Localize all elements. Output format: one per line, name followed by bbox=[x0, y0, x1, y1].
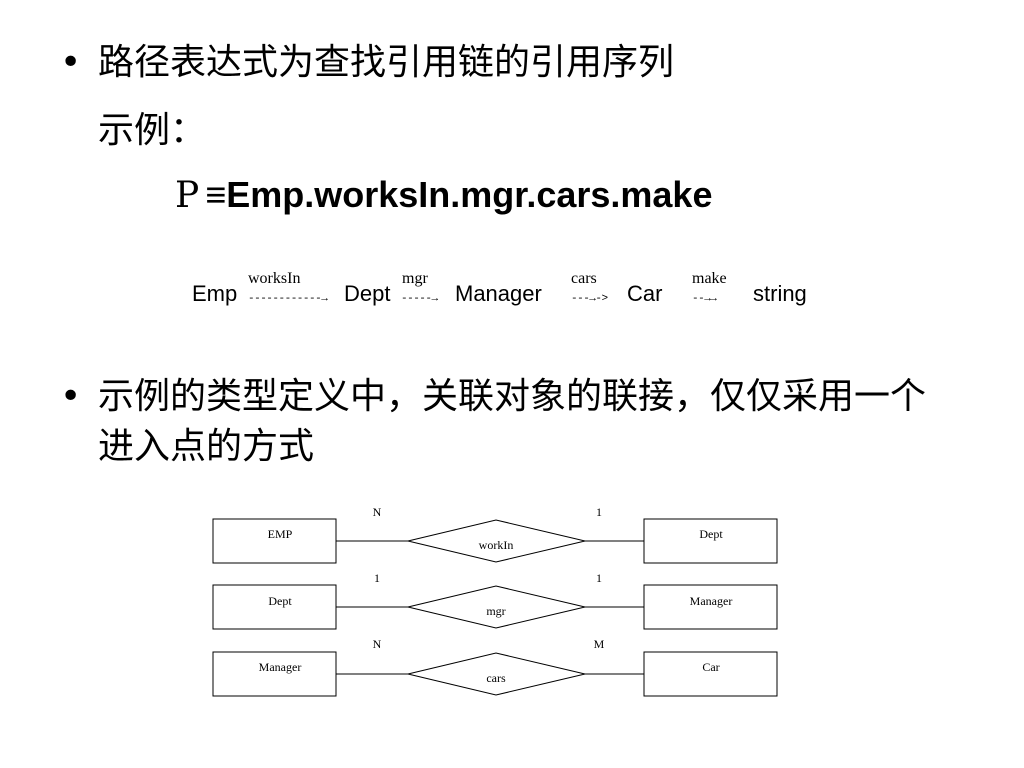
cardinality-label: 1 bbox=[374, 571, 380, 585]
relationship-diamond bbox=[407, 652, 586, 696]
chain-label-make: make bbox=[692, 270, 727, 287]
cardinality-label: 1 bbox=[596, 505, 602, 519]
er-row: EMP workIn Dept N 1 bbox=[212, 505, 778, 564]
entity-box bbox=[212, 584, 337, 630]
bullet-2-text: 示例的类型定义中，关联对象的联接，仅仅采用一个进入点的方式 bbox=[98, 376, 927, 467]
example-label: 示例： bbox=[98, 110, 207, 151]
entity-box bbox=[643, 584, 778, 630]
bullet-1: • 路径表达式为查找引用链的引用序列 bbox=[60, 38, 674, 88]
chain-node-manager: Manager bbox=[455, 281, 542, 306]
entity-label: Dept bbox=[268, 594, 292, 608]
entity-box bbox=[643, 651, 778, 697]
path-formula: P≡Emp.worksIn.mgr.cars.make bbox=[175, 170, 712, 221]
cardinality-label: M bbox=[594, 637, 605, 651]
path-chain: Emp worksIn ------------→ Dept mgr -----… bbox=[0, 260, 1024, 320]
entity-label: Car bbox=[702, 660, 719, 674]
entity-box bbox=[212, 518, 337, 564]
cardinality-label: 1 bbox=[596, 571, 602, 585]
chain-arrow: ------------→ bbox=[248, 293, 328, 305]
chain-node-string: string bbox=[753, 281, 807, 306]
cardinality-label: N bbox=[373, 505, 382, 519]
bullet-2: • 示例的类型定义中，关联对象的联接，仅仅采用一个进入点的方式 bbox=[60, 372, 928, 472]
chain-arrow: -----→ bbox=[401, 293, 438, 305]
chain-label-mgr: mgr bbox=[402, 270, 428, 287]
bullet-dot: • bbox=[60, 376, 82, 417]
relationship-diamond bbox=[407, 519, 586, 563]
chain-label-worksin: worksIn bbox=[248, 270, 301, 287]
relationship-label: cars bbox=[486, 671, 506, 685]
chain-arrow: --→→ bbox=[692, 293, 717, 305]
entity-box bbox=[212, 651, 337, 697]
entity-label: EMP bbox=[268, 527, 293, 541]
formula-symbol: P bbox=[175, 175, 200, 216]
er-diagram: EMP workIn Dept N 1 Dept mgr Manager 1 1… bbox=[212, 505, 778, 697]
relationship-diamond bbox=[407, 585, 586, 629]
chain-node-car: Car bbox=[627, 281, 663, 306]
cardinality-label: N bbox=[373, 637, 382, 651]
er-row: Dept mgr Manager 1 1 bbox=[212, 571, 778, 630]
relationship-label: mgr bbox=[486, 604, 505, 618]
entity-label: Manager bbox=[259, 660, 302, 674]
entity-label: Manager bbox=[690, 594, 733, 608]
chain-arrow: ---→-> bbox=[571, 293, 608, 305]
formula-expression: ≡Emp.worksIn.mgr.cars.make bbox=[205, 174, 713, 215]
chain-node-emp: Emp bbox=[192, 281, 238, 306]
bullet-dot: • bbox=[60, 42, 82, 83]
relationship-label: workIn bbox=[479, 538, 514, 552]
bullet-1-text: 路径表达式为查找引用链的引用序列 bbox=[98, 42, 675, 83]
chain-label-cars: cars bbox=[571, 270, 597, 287]
chain-node-dept: Dept bbox=[344, 281, 391, 306]
entity-box bbox=[643, 518, 778, 564]
entity-label: Dept bbox=[699, 527, 723, 541]
er-row: Manager cars Car N M bbox=[212, 637, 778, 697]
